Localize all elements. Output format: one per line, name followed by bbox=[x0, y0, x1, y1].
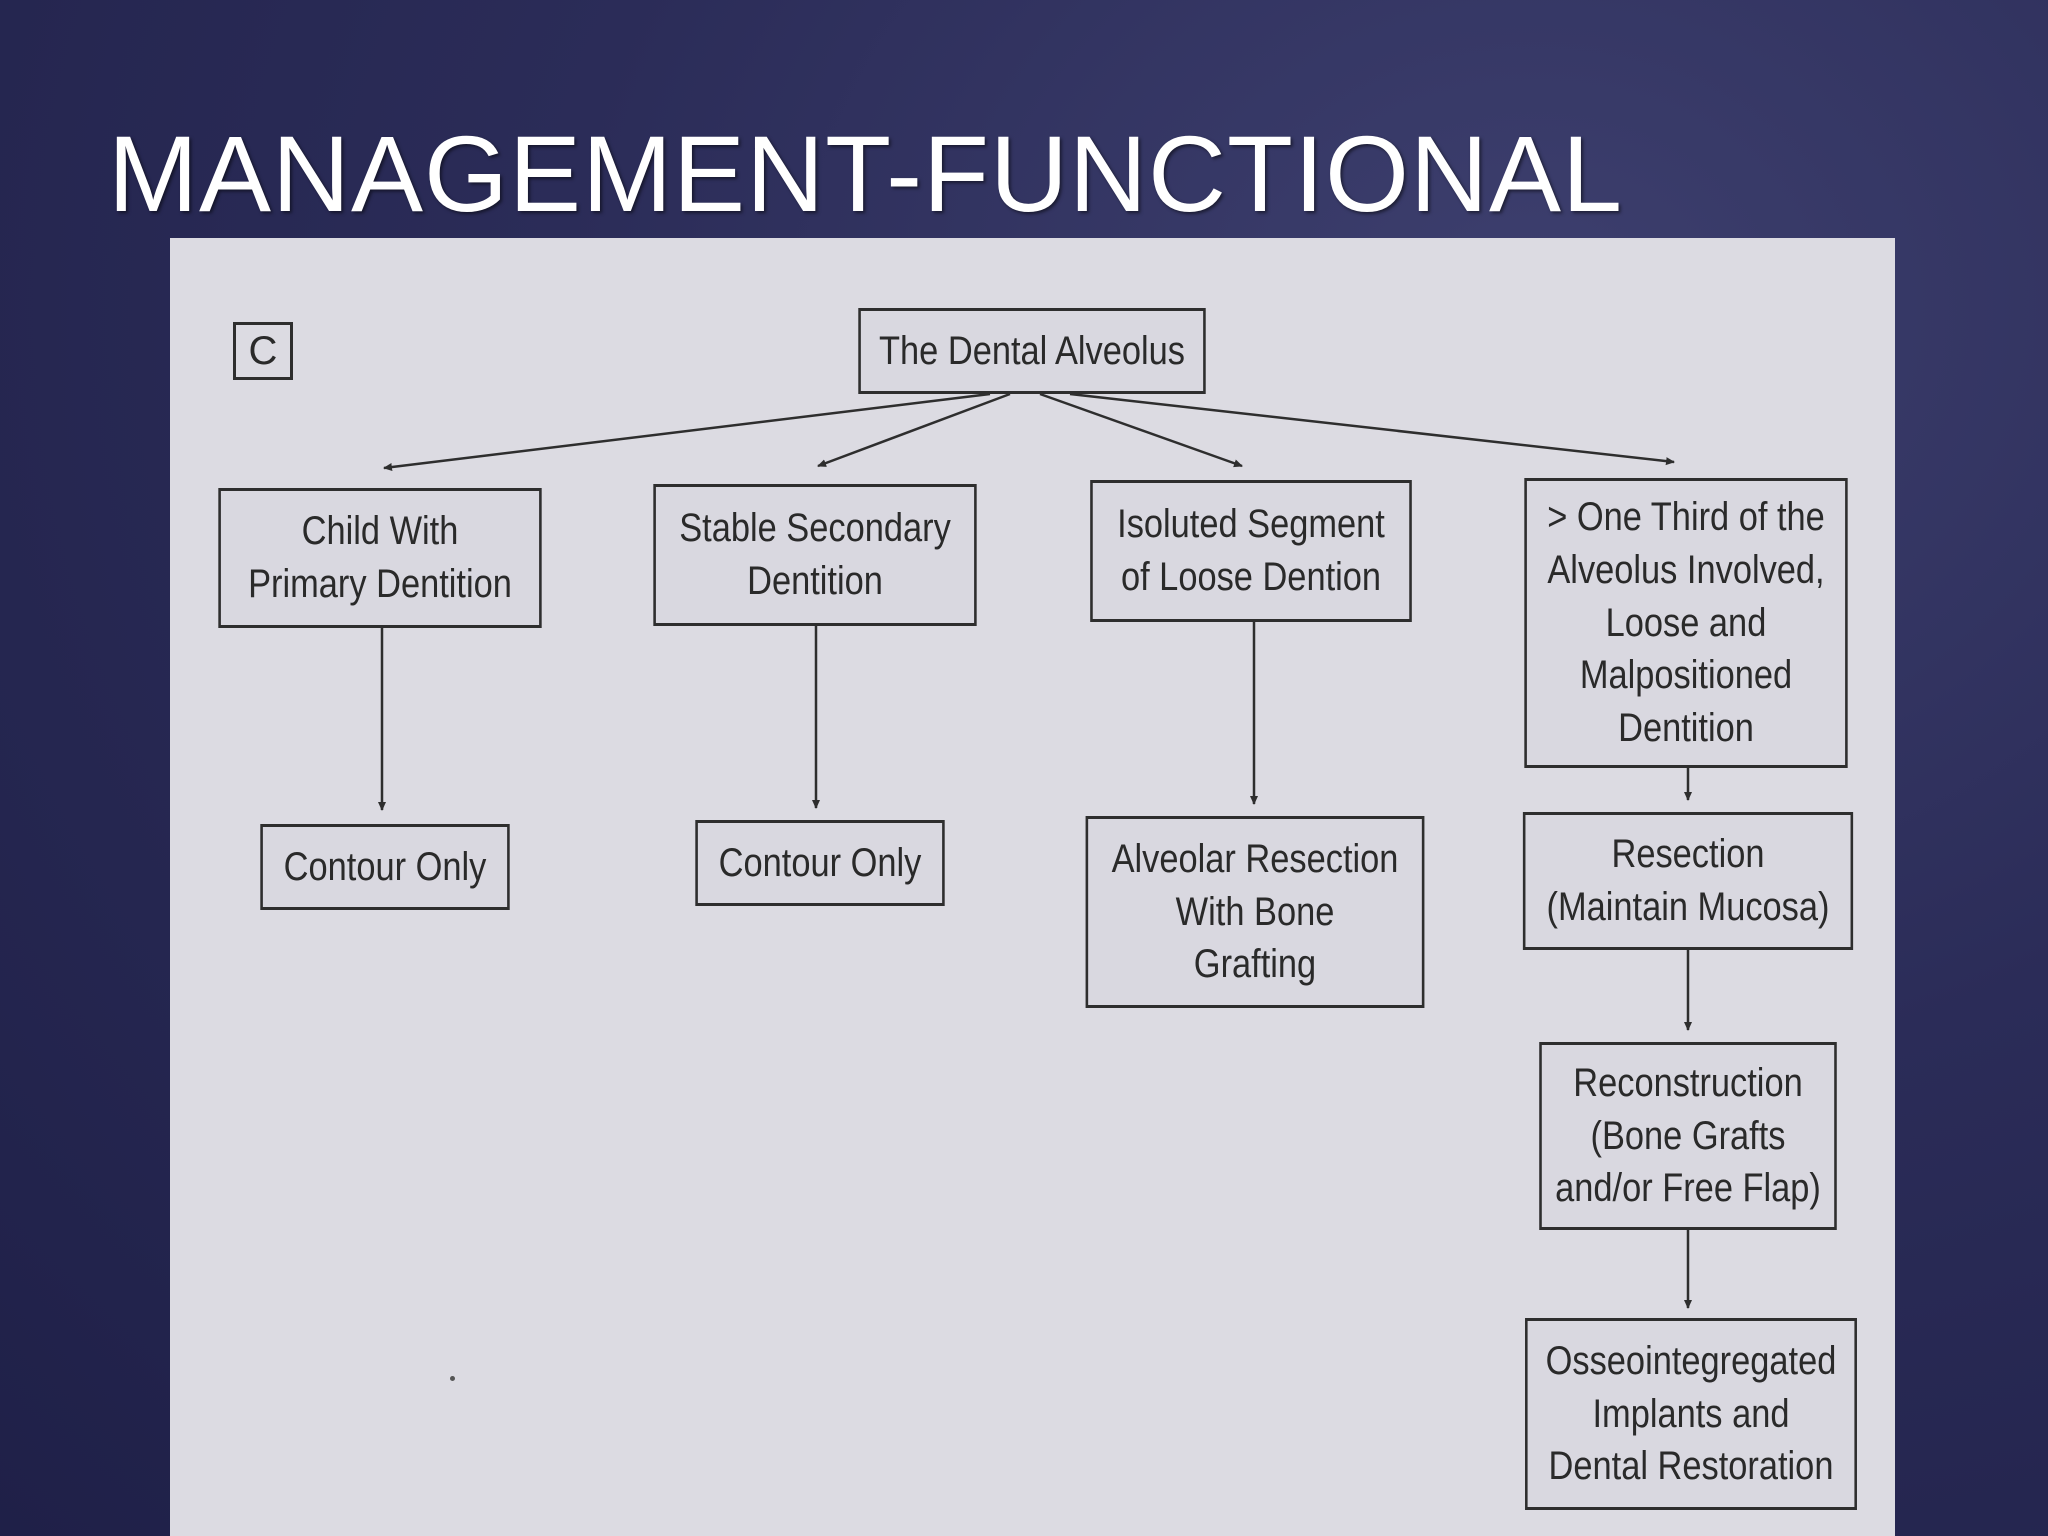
arrow-root-to-third bbox=[1069, 392, 1675, 466]
flowchart-arrows bbox=[378, 392, 1692, 1309]
condition-node-third: > One Third of the Alveolus Involved, Lo… bbox=[1524, 478, 1848, 768]
flowchart-panel: C The Dental Alveolus Child With Primary… bbox=[170, 238, 1895, 1536]
slide-title: MANAGEMENT-FUNCTIONAL bbox=[108, 113, 1624, 234]
panel-label: C bbox=[233, 322, 293, 380]
step-node-contour-stable: Contour Only bbox=[695, 820, 945, 906]
scan-speck bbox=[450, 1376, 455, 1381]
condition-node-stable: Stable Secondary Dentition bbox=[653, 484, 977, 626]
condition-node-isolated: Isoluted Segment of Loose Dention bbox=[1090, 480, 1412, 622]
arrow-root-to-child bbox=[383, 392, 991, 472]
arrow-root-to-isolated bbox=[1039, 392, 1243, 468]
root-node: The Dental Alveolus bbox=[858, 308, 1206, 394]
step-node-reconstruction: Reconstruction (Bone Grafts and/or Free … bbox=[1539, 1042, 1837, 1230]
condition-node-child: Child With Primary Dentition bbox=[218, 488, 542, 628]
step-node-implants: Osseointegregated Implants and Dental Re… bbox=[1525, 1318, 1857, 1510]
arrow-root-to-stable bbox=[817, 392, 1011, 468]
step-node-alveolar-resection: Alveolar Resection With Bone Grafting bbox=[1085, 816, 1425, 1008]
step-node-contour-child: Contour Only bbox=[260, 824, 510, 910]
step-node-resection: Resection (Maintain Mucosa) bbox=[1522, 812, 1854, 950]
